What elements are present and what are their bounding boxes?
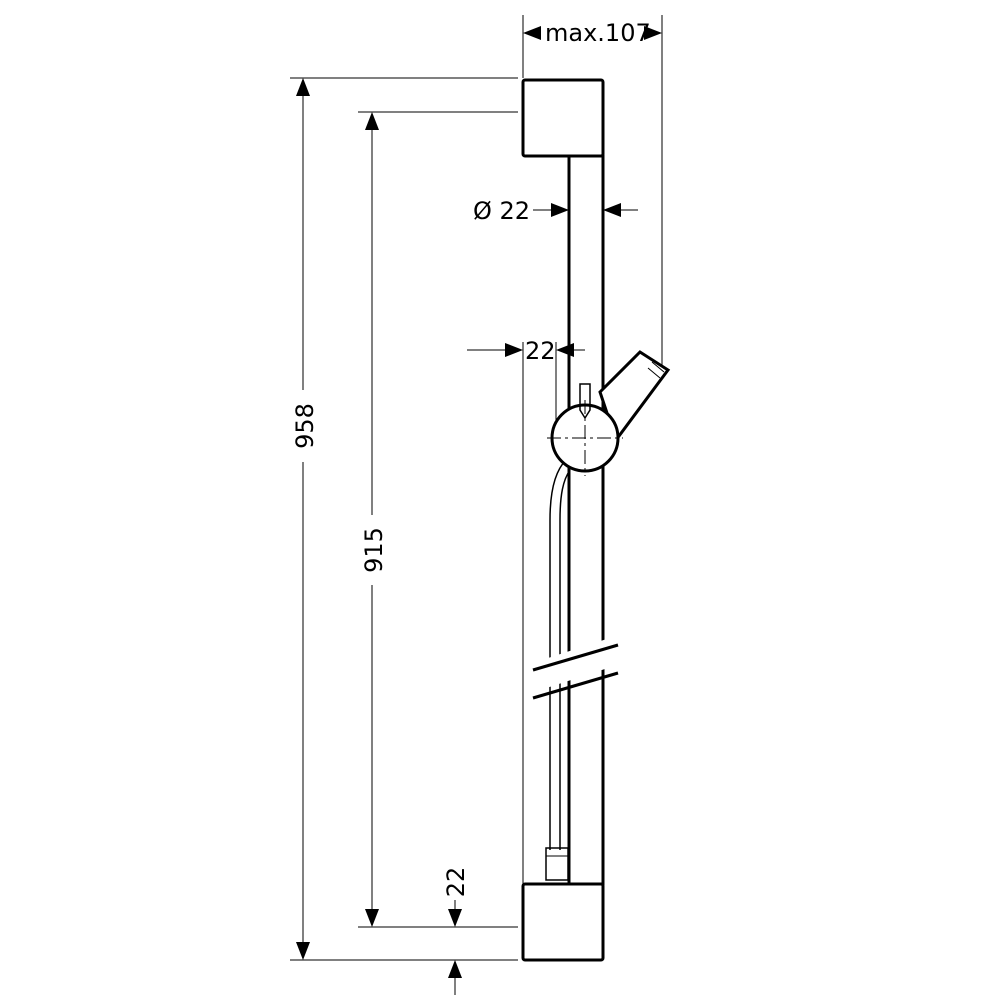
dimension-wall-offset: 22 — [467, 337, 585, 365]
top-wall-bracket — [521, 78, 605, 158]
dim-label-overall-height: 958 — [291, 403, 319, 449]
slide-rod — [567, 154, 605, 886]
dimension-max-depth: max.107 — [523, 19, 662, 47]
break-lines — [523, 635, 627, 700]
dim-label-bottom-offset: 22 — [442, 867, 470, 898]
extension-lines — [290, 15, 663, 961]
shower-holder-slider — [547, 350, 671, 476]
dim-label-fixing-distance: 915 — [360, 527, 388, 573]
dim-label-wall-offset: 22 — [525, 337, 556, 365]
dimension-fixing-distance: 915 — [360, 112, 388, 927]
dimension-bottom-offset: 22 — [442, 867, 470, 995]
dimension-overall-height: 958 — [291, 78, 319, 960]
dim-label-max-depth: max.107 — [545, 19, 651, 47]
bottom-wall-bracket — [521, 882, 605, 962]
dim-label-rod-diameter: Ø 22 — [473, 197, 530, 225]
dimension-rod-diameter: Ø 22 — [473, 197, 638, 225]
